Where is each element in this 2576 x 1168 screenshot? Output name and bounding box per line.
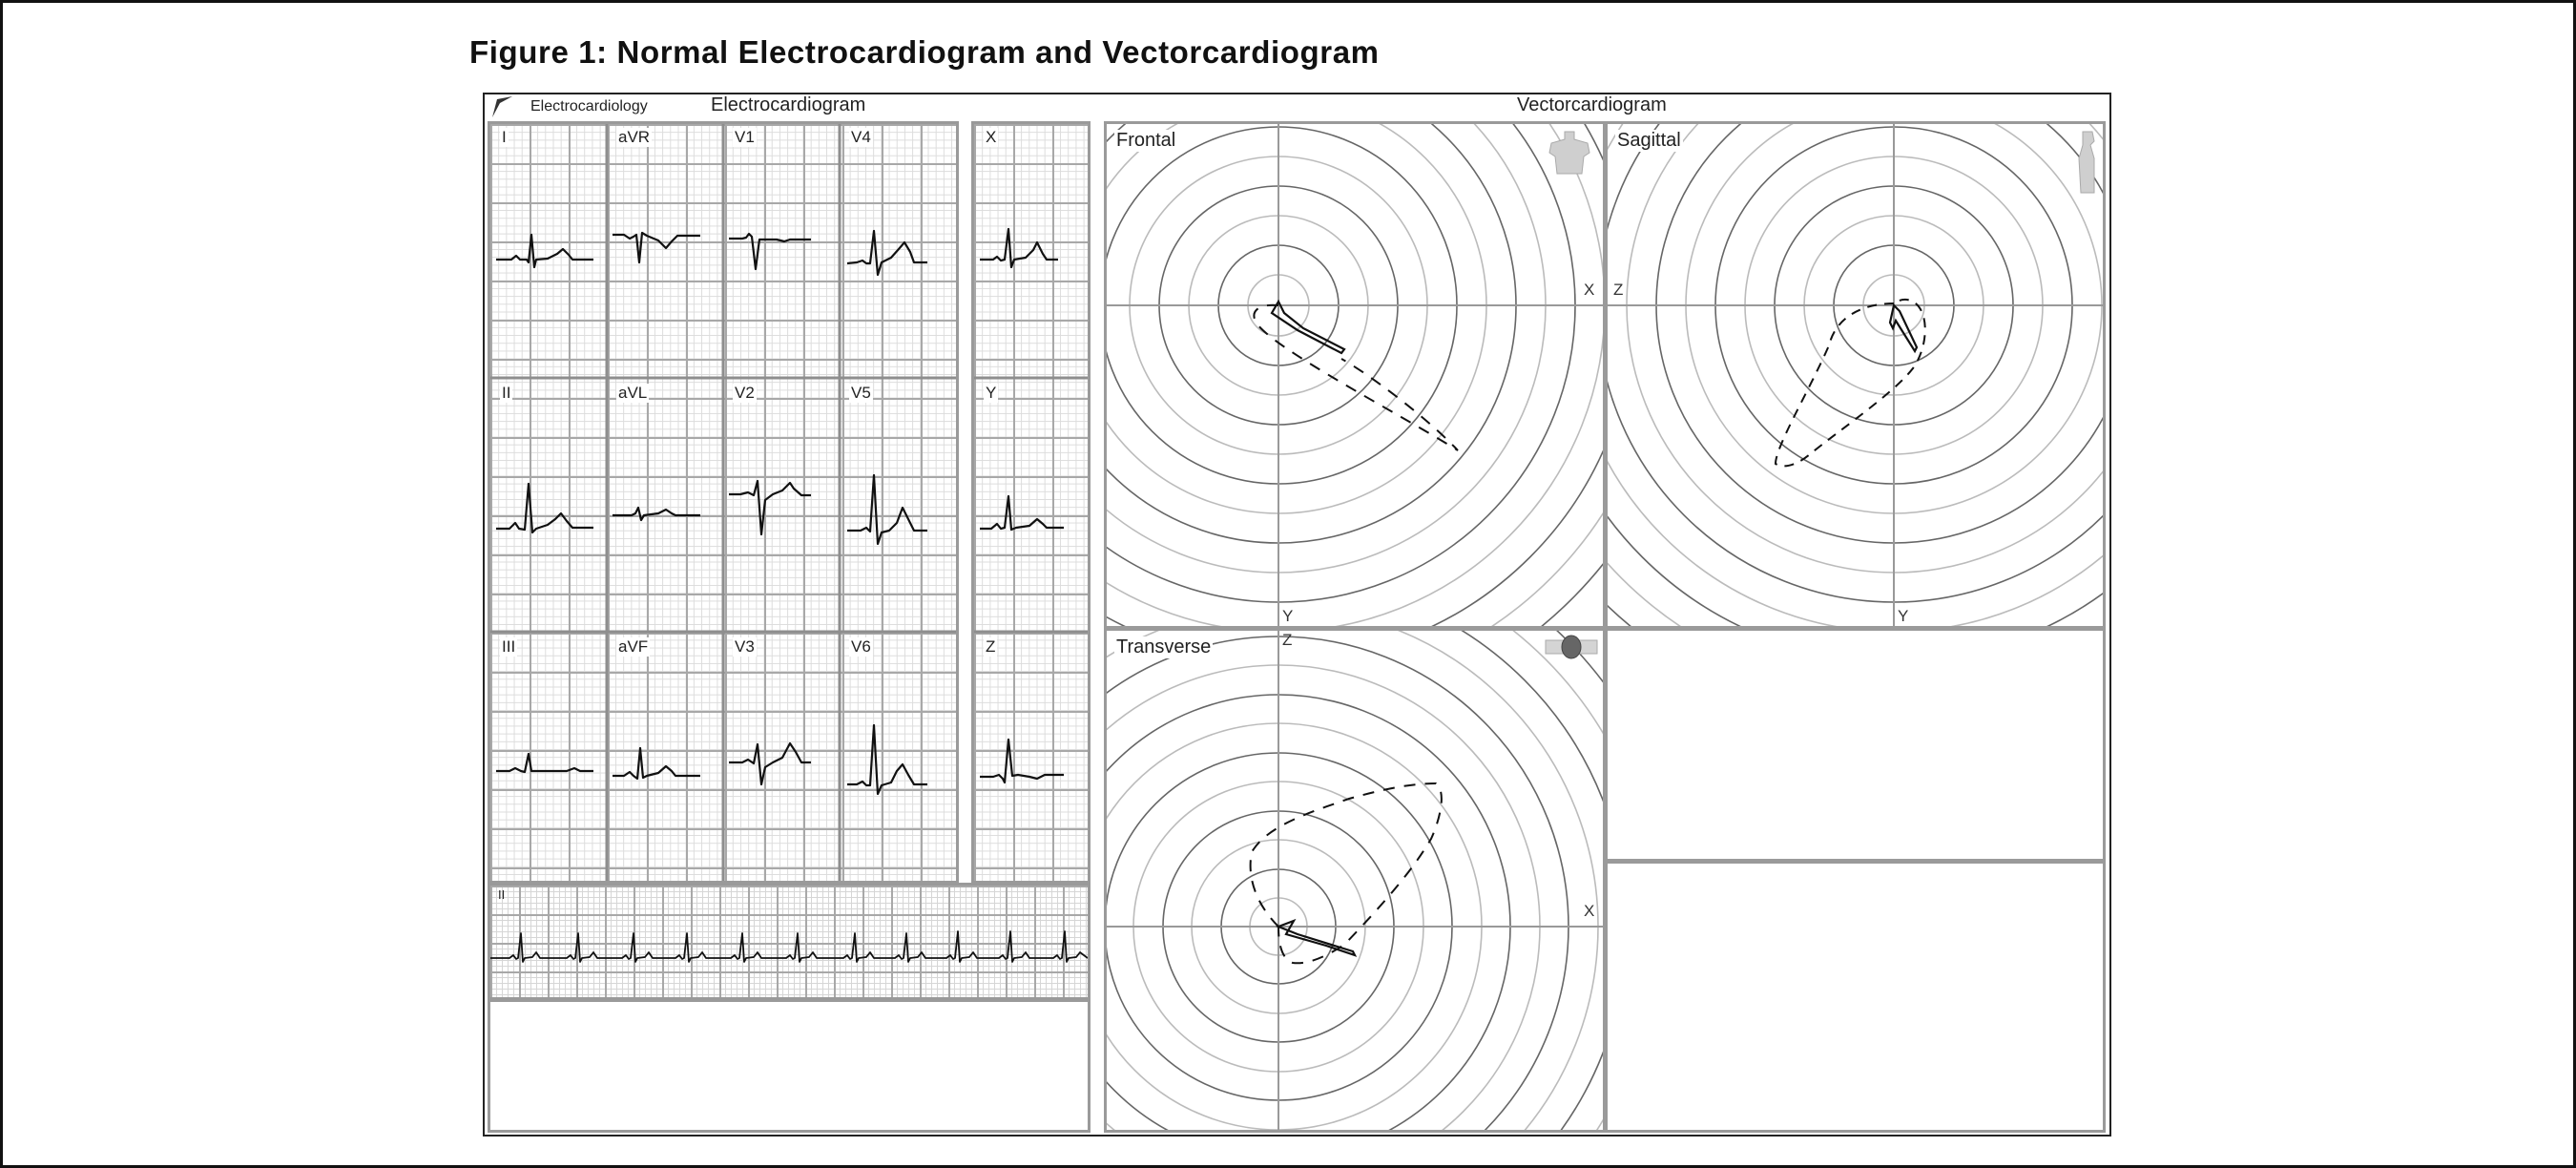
lead-label-V6: V6 (849, 637, 873, 657)
trace-V3 (729, 741, 811, 786)
transverse-plane-label: Transverse (1114, 636, 1214, 658)
frontal-x-axis-label: X (1584, 281, 1595, 299)
ecg-blank-panel (488, 999, 1091, 1133)
trace-V4 (846, 229, 927, 277)
trace-Y (980, 494, 1064, 532)
vcg-frontal-panel: Frontal X Y (1104, 121, 1606, 629)
trace-X (980, 227, 1058, 269)
lead-label-aVL: aVL (616, 384, 650, 403)
lead-label-V1: V1 (733, 128, 757, 147)
vcg-section-title: Vectorcardiogram (1517, 94, 1667, 115)
transverse-z-axis-label: Z (1282, 631, 1293, 649)
vcg-transverse-panel: Transverse Z X (1104, 628, 1606, 1133)
frontal-t-loop (1270, 299, 1346, 355)
lead-label-V2: V2 (733, 384, 757, 403)
trace-Z (980, 738, 1064, 784)
trace-aVR (613, 231, 700, 264)
lead-label-I: I (500, 128, 509, 147)
vcg-blank-panel-lower (1605, 861, 2106, 1133)
sagittal-qrs-loop (1774, 298, 1926, 468)
frontal-plot (1107, 124, 1603, 626)
report-frame (483, 93, 2111, 1137)
vcg-sagittal-panel: Sagittal Z Y (1605, 121, 2106, 629)
figure-title: Figure 1: Normal Electrocardiogram and V… (469, 34, 1380, 70)
transverse-x-axis-label: X (1584, 902, 1595, 920)
ecg-separators (490, 124, 956, 881)
transverse-t-loop (1275, 918, 1358, 957)
trace-II (496, 482, 593, 534)
ecg-section-title: Electrocardiogram (711, 94, 866, 115)
sagittal-t-loop (1888, 302, 1919, 354)
rhythm-strip-label: II (498, 887, 506, 902)
frontal-qrs-loop (1253, 303, 1459, 451)
lightning-bolt-logo-icon (492, 96, 512, 117)
ecg-12-lead-panel: I aVR V1 V4 II aVL V2 V5 III aVF V3 V6 (488, 121, 959, 884)
lead-label-V5: V5 (849, 384, 873, 403)
sagittal-y-axis-label: Y (1898, 607, 1909, 625)
trace-aVL (613, 506, 700, 522)
frontal-y-axis-label: Y (1282, 607, 1294, 625)
trace-V1 (729, 232, 811, 271)
rhythm-strip-panel: II (488, 883, 1091, 1000)
xyz-traces (974, 227, 1088, 784)
rhythm-strip-trace (490, 930, 1088, 963)
sagittal-z-axis-label: Z (1613, 281, 1624, 299)
sagittal-plane-label: Sagittal (1615, 130, 1683, 152)
torso-front-icon (1548, 131, 1590, 175)
lead-label-X: X (984, 128, 999, 147)
app-name: Electrocardiology (530, 98, 648, 115)
lead-label-aVR: aVR (616, 128, 653, 147)
trace-aVF (613, 746, 700, 781)
sagittal-plot (1608, 124, 2103, 626)
trace-III (496, 752, 593, 774)
lead-label-aVF: aVF (616, 637, 651, 657)
transverse-plot (1107, 631, 1603, 1130)
frontal-plane-label: Frontal (1114, 130, 1178, 152)
head-top-icon (1545, 635, 1598, 659)
lead-label-V4: V4 (849, 128, 873, 147)
trace-V2 (729, 479, 811, 536)
lead-label-III: III (500, 637, 518, 657)
trace-V6 (847, 723, 927, 796)
lead-label-II: II (500, 384, 513, 403)
lead-label-Y: Y (984, 384, 999, 403)
lead-label-Z: Z (984, 637, 998, 657)
lead-label-V3: V3 (733, 637, 757, 657)
trace-V5 (847, 473, 927, 546)
trace-I (496, 233, 593, 269)
transverse-qrs-loop (1249, 782, 1443, 965)
ecg-xyz-panel: X Y Z (971, 121, 1091, 884)
vcg-blank-panel-upper (1605, 628, 2106, 862)
torso-side-icon (2078, 131, 2095, 194)
